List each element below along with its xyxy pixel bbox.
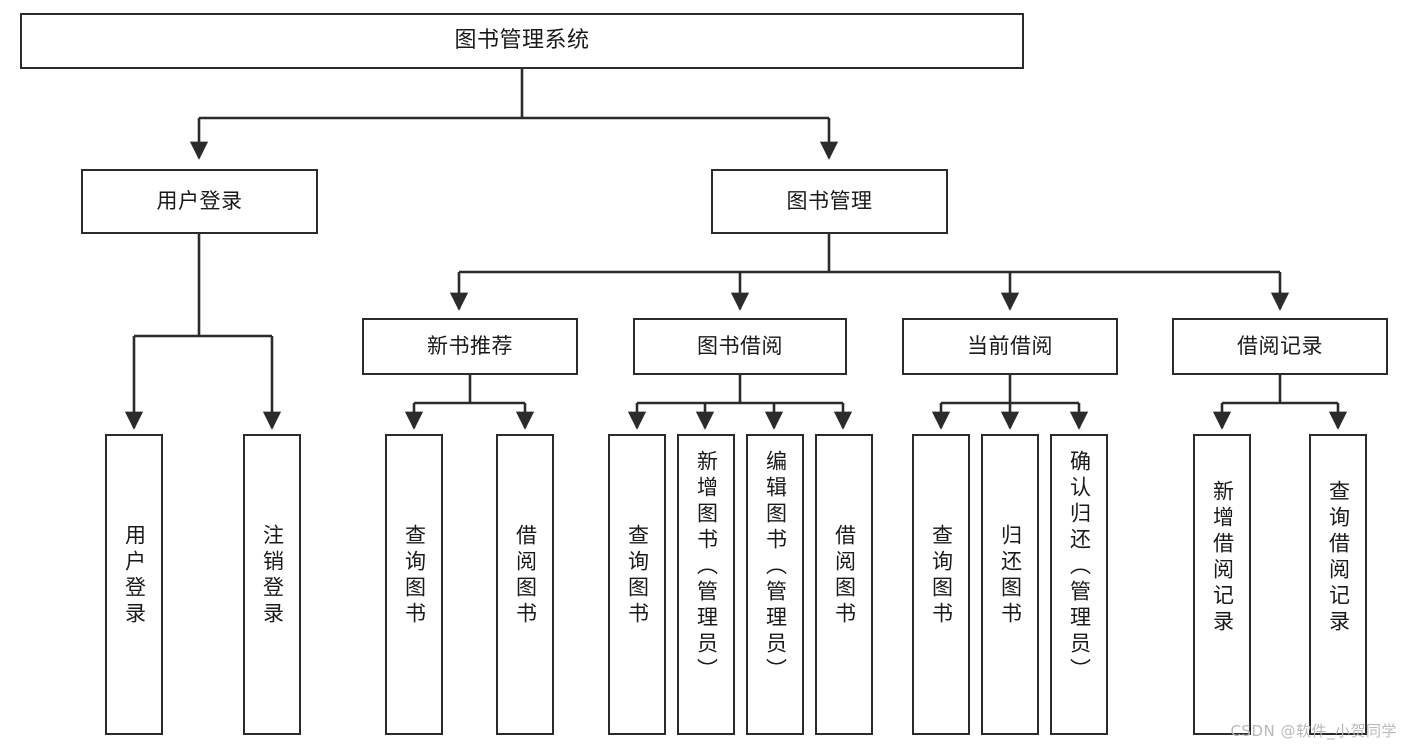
leaf-record-query-record[interactable]: 查询借阅记录 bbox=[1309, 434, 1367, 735]
node-current-borrow[interactable]: 当前借阅 bbox=[902, 318, 1118, 375]
node-label: 当前借阅 bbox=[967, 334, 1053, 359]
node-label: 图书借阅 bbox=[697, 334, 783, 359]
node-label: 用户登录 bbox=[156, 189, 243, 214]
leaf-user-login[interactable]: 用户登录 bbox=[105, 434, 163, 735]
node-label: 图书管理系统 bbox=[454, 28, 590, 54]
leaf-borrow-add-book-admin[interactable]: 新增图书（管理员） bbox=[677, 434, 735, 735]
node-label: 查询借阅记录 bbox=[1326, 480, 1351, 636]
node-label: 用户登录 bbox=[122, 524, 147, 628]
node-label: 归还图书 bbox=[998, 524, 1023, 628]
leaf-current-return-book[interactable]: 归还图书 bbox=[981, 434, 1039, 735]
node-label: 借阅记录 bbox=[1237, 334, 1323, 359]
node-new-book-recommend[interactable]: 新书推荐 bbox=[362, 318, 578, 375]
node-label: 查询图书 bbox=[402, 524, 427, 628]
node-user-login[interactable]: 用户登录 bbox=[81, 169, 318, 234]
node-label: 编辑图书（管理员） bbox=[763, 450, 788, 684]
node-label: 查询图书 bbox=[625, 524, 650, 628]
node-label: 新增借阅记录 bbox=[1210, 480, 1235, 636]
node-book-management[interactable]: 图书管理 bbox=[711, 169, 948, 234]
node-label: 确认归还（管理员） bbox=[1067, 450, 1092, 684]
node-label: 图书管理 bbox=[786, 189, 873, 214]
leaf-newbook-query-book[interactable]: 查询图书 bbox=[385, 434, 443, 735]
leaf-current-confirm-return-admin[interactable]: 确认归还（管理员） bbox=[1050, 434, 1108, 735]
leaf-borrow-query-book[interactable]: 查询图书 bbox=[608, 434, 666, 735]
node-borrow-record[interactable]: 借阅记录 bbox=[1172, 318, 1388, 375]
leaf-current-query-book[interactable]: 查询图书 bbox=[912, 434, 970, 735]
node-label: 注销登录 bbox=[260, 524, 285, 628]
node-label: 查询图书 bbox=[929, 524, 954, 628]
leaf-borrow-borrow-book[interactable]: 借阅图书 bbox=[815, 434, 873, 735]
leaf-newbook-borrow-book[interactable]: 借阅图书 bbox=[496, 434, 554, 735]
node-label: 借阅图书 bbox=[832, 524, 857, 628]
leaf-borrow-edit-book-admin[interactable]: 编辑图书（管理员） bbox=[746, 434, 804, 735]
leaf-record-add-record[interactable]: 新增借阅记录 bbox=[1193, 434, 1251, 735]
node-label: 新增图书（管理员） bbox=[694, 450, 719, 684]
node-label: 借阅图书 bbox=[513, 524, 538, 628]
node-root-system[interactable]: 图书管理系统 bbox=[20, 13, 1024, 69]
leaf-user-logout[interactable]: 注销登录 bbox=[243, 434, 301, 735]
node-label: 新书推荐 bbox=[427, 334, 513, 359]
node-book-borrow[interactable]: 图书借阅 bbox=[633, 318, 847, 375]
